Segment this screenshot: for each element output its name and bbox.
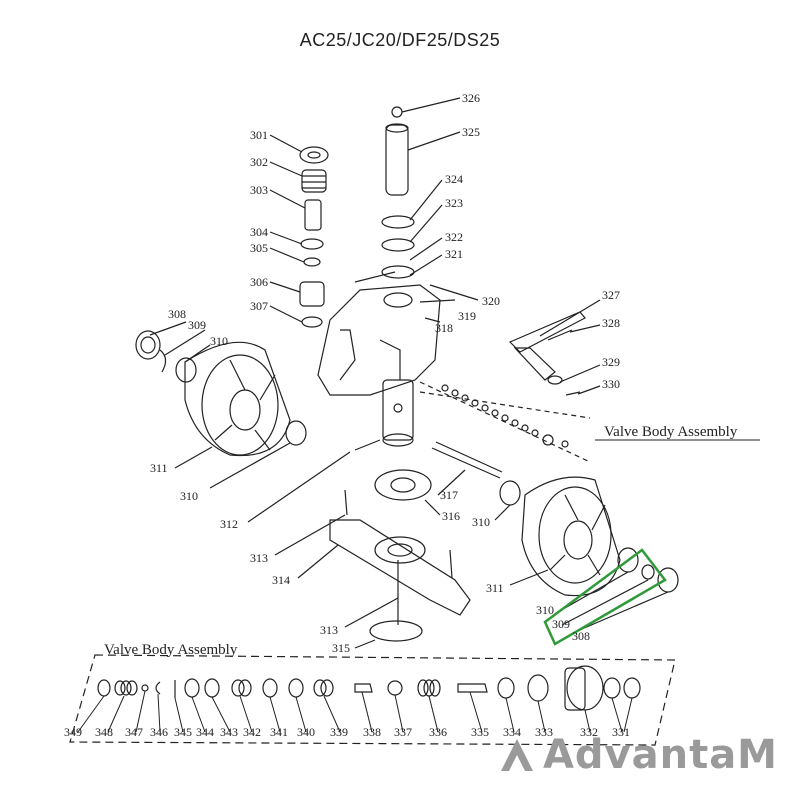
part-320-label: 320	[482, 294, 500, 308]
part-312-label: 312	[220, 517, 238, 531]
part-341-label: 341	[270, 725, 288, 739]
part-340-label: 340	[297, 725, 315, 739]
left-wheel	[135, 330, 307, 457]
highlight-box	[543, 548, 667, 646]
part-315-label: 315	[332, 641, 350, 655]
valve-body-row	[97, 665, 641, 711]
brand-watermark: AdvantaM	[497, 732, 778, 778]
part-344-label: 344	[196, 725, 214, 739]
part-313-label: 313	[250, 551, 268, 565]
pump-body	[317, 284, 441, 447]
part-332-label: 332	[580, 725, 598, 739]
valve-body-label-top: Valve Body Assembly	[604, 424, 738, 440]
part-317-label: 317	[440, 488, 458, 502]
part-336-label: 336	[429, 725, 447, 739]
part-347-label: 347	[125, 725, 143, 739]
right-wheel	[521, 476, 679, 597]
part-334-label: 334	[503, 725, 521, 739]
piston-rod	[381, 106, 415, 279]
part-338-label: 338	[363, 725, 381, 739]
part-304-label: 304	[250, 225, 268, 239]
part-307-label: 307	[250, 299, 268, 313]
part-346-label: 346	[150, 725, 168, 739]
part-313-label: 313	[320, 623, 338, 637]
part-328-label: 328	[602, 316, 620, 330]
part-310-label: 310	[536, 603, 554, 617]
part-349-label: 349	[64, 725, 82, 739]
part-330-label: 330	[602, 377, 620, 391]
steering-frame	[329, 489, 471, 616]
part-301-label: 301	[250, 128, 268, 142]
part-314-label: 314	[272, 573, 290, 587]
part-329-label: 329	[602, 355, 620, 369]
brand-name: AdvantaM	[542, 732, 778, 778]
spring-column	[299, 146, 329, 328]
part-348-label: 348	[95, 725, 113, 739]
part-311-label: 311	[486, 581, 504, 595]
part-325-label: 325	[462, 125, 480, 139]
part-309-label: 309	[552, 617, 570, 631]
valve-body-label-bottom: Valve Body Assembly	[104, 642, 238, 658]
part-305-label: 305	[250, 241, 268, 255]
part-316-label: 316	[442, 509, 460, 523]
part-337-label: 337	[394, 725, 412, 739]
part-342-label: 342	[243, 725, 261, 739]
part-309-label: 309	[188, 318, 206, 332]
part-303-label: 303	[250, 183, 268, 197]
part-308-label: 308	[168, 307, 186, 321]
part-335-label: 335	[471, 725, 489, 739]
part-302-label: 302	[250, 155, 268, 169]
part-321-label: 321	[445, 247, 463, 261]
part-308-label: 308	[572, 629, 590, 643]
part-331-label: 331	[612, 725, 630, 739]
part-319-label: 319	[458, 309, 476, 323]
valve-chain	[441, 384, 569, 448]
diagram-title: AC25/JC20/DF25/DS25	[299, 30, 501, 50]
part-327-label: 327	[602, 288, 620, 302]
part-324-label: 324	[445, 172, 463, 186]
part-323-label: 323	[445, 196, 463, 210]
part-318-label: 318	[435, 321, 453, 335]
part-311-label: 311	[150, 461, 168, 475]
part-labels: 326 325 324 323 322 321 320 319 318 327 …	[64, 91, 630, 739]
part-306-label: 306	[250, 275, 268, 289]
part-310-label: 310	[472, 515, 490, 529]
part-326-label: 326	[462, 91, 480, 105]
part-343-label: 343	[220, 725, 238, 739]
part-339-label: 339	[330, 725, 348, 739]
part-322-label: 322	[445, 230, 463, 244]
part-333-label: 333	[535, 725, 553, 739]
brand-logo-icon	[500, 739, 533, 771]
part-310-label: 310	[180, 489, 198, 503]
part-345-label: 345	[174, 725, 192, 739]
part-310-label: 310	[210, 334, 228, 348]
